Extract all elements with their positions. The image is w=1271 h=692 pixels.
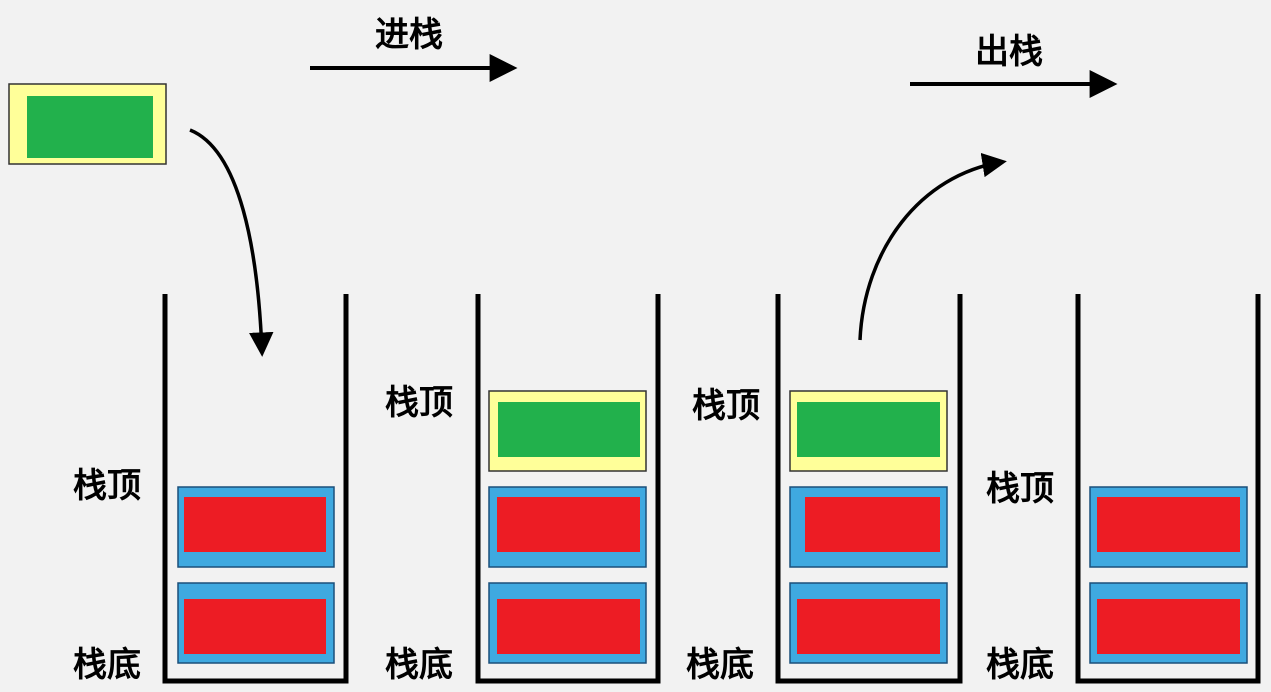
stack-3-element-1	[789, 582, 948, 664]
stack-1: 栈顶 栈底	[73, 294, 349, 685]
pop-curve-arrow	[858, 152, 1007, 341]
stack-4-top-label: 栈顶	[986, 469, 1054, 509]
stack-2-element-3	[488, 390, 647, 472]
stack-4-bottom-label: 栈底	[986, 645, 1054, 685]
stack-3-top-label: 栈顶	[692, 386, 760, 426]
stack-1-element-1	[177, 582, 335, 664]
stack-1-element-2	[177, 486, 335, 568]
stack-2-bottom-label: 栈底	[385, 645, 453, 685]
incoming-element	[8, 83, 167, 165]
pop-label: 出栈	[975, 32, 1043, 72]
stack-2-element-1	[488, 582, 647, 664]
stack-3-walls	[775, 294, 963, 684]
stack-2-element-2	[488, 486, 647, 568]
stack-2: 栈顶 栈底	[385, 294, 661, 685]
stack-2-walls	[475, 294, 661, 684]
stack-4-element-1	[1089, 582, 1248, 664]
push-label: 进栈	[375, 15, 443, 55]
stack-3-bottom-label: 栈底	[686, 645, 754, 685]
stack-4-walls	[1075, 294, 1261, 684]
push-curve-arrow	[189, 128, 274, 357]
stack-1-walls	[162, 294, 349, 684]
stack-3: 栈顶 栈底	[686, 294, 963, 685]
stack-3-element-2	[789, 486, 948, 568]
stack-4-element-2	[1089, 486, 1248, 568]
stack-3-element-3	[789, 390, 948, 472]
stack-2-top-label: 栈顶	[385, 383, 453, 423]
stack-1-top-label: 栈顶	[73, 466, 141, 506]
stack-4: 栈顶 栈底	[986, 294, 1261, 685]
stack-1-bottom-label: 栈底	[73, 645, 141, 685]
